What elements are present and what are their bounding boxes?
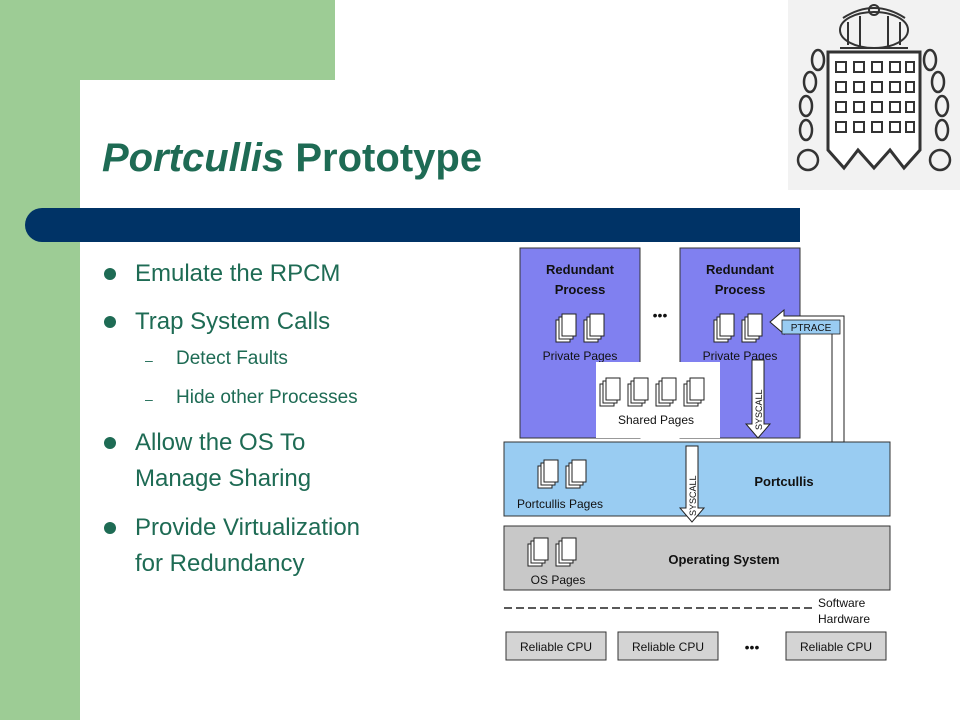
bullet-allow-os-line1: Allow the OS To [135,429,306,456]
bullet-trap-system-calls: Trap System Calls [135,308,331,335]
title-italic: Portcullis [102,136,285,180]
os-pages-label: OS Pages [531,573,586,587]
bullet-dot [104,268,116,280]
sub-bullet-dash: – [145,352,153,368]
reliable-cpu-1-label: Reliable CPU [520,640,592,654]
redundant-process-1-line2: Process [555,282,606,297]
syscall-label-upper: SYSCALL [754,389,764,430]
process-ellipsis: ••• [653,307,668,323]
architecture-diagram: Redundant Process Private Pages Redundan… [503,247,891,661]
private-pages-label-2: Private Pages [703,349,778,363]
redundant-process-1-line1: Redundant [546,262,615,277]
sub-bullet-hide-processes: Hide other Processes [176,387,358,408]
bullet-virtualization-line2: for Redundancy [135,550,305,577]
cpu-ellipsis: ••• [745,639,760,655]
sub-bullet-detect-faults: Detect Faults [176,348,288,369]
bullet-virtualization-line1: Provide Virtualization [135,514,361,541]
bullet-dot [104,316,116,328]
title-underline-bar [25,208,800,242]
portcullis-pages-label: Portcullis Pages [517,497,603,511]
bullet-emulate-rpcm: Emulate the RPCM [135,260,341,287]
hardware-label: Hardware [818,612,870,626]
redundant-process-2-line1: Redundant [706,262,775,277]
bullet-allow-os-line2: Manage Sharing [135,465,312,492]
private-pages-label-1: Private Pages [543,349,618,363]
os-label: Operating System [668,552,779,567]
portcullis-label: Portcullis [754,474,813,489]
syscall-label-lower: SYSCALL [688,475,698,516]
reliable-cpu-2-label: Reliable CPU [632,640,704,654]
redundant-process-2-line2: Process [715,282,766,297]
decorative-green-bar [0,0,80,720]
syscall-arrow-upper [744,359,772,439]
reliable-cpu-3 [785,631,887,661]
slide-title: Portcullis Prototype [102,136,482,181]
title-rest: Prototype [284,136,483,180]
bullet-dot [104,522,116,534]
reliable-cpu-1 [505,631,607,661]
decorative-green-header [0,0,335,80]
sub-bullet-dash: – [145,391,153,407]
syscall-arrow-lower [678,445,706,523]
software-label: Software [818,596,866,610]
reliable-cpu-2 [617,631,719,661]
portcullis-emblem-icon [788,0,960,190]
ptrace-label: PTRACE [791,323,832,334]
shared-pages-label: Shared Pages [618,413,694,427]
bullet-dot [104,437,116,449]
reliable-cpu-3-label: Reliable CPU [800,640,872,654]
